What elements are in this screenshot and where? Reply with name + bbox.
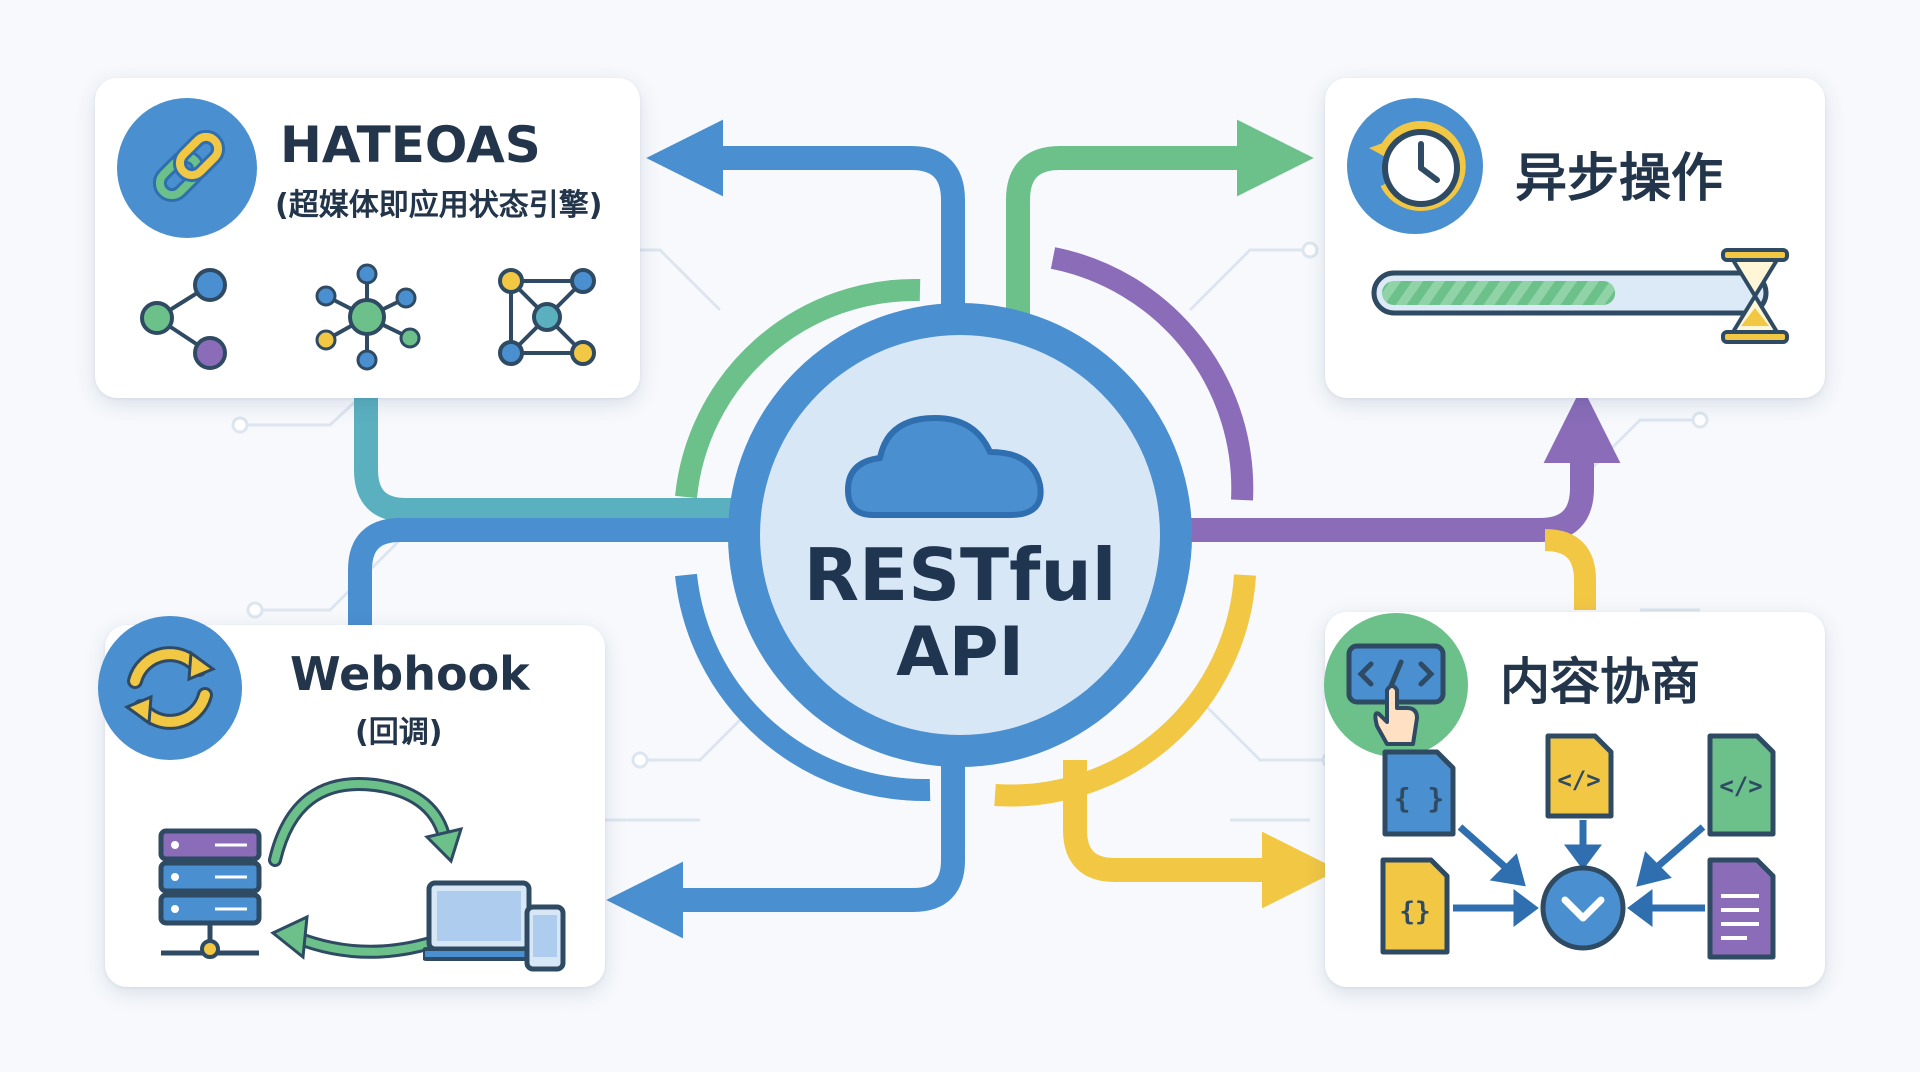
clock-icon	[1347, 98, 1483, 234]
connector-hateoas	[646, 119, 965, 330]
webhook-title: Webhook	[290, 647, 530, 701]
ring-arc-yellow	[994, 574, 1256, 807]
hateoas-title: HATEOAS	[280, 116, 541, 174]
ring-arc-purple	[1050, 247, 1254, 501]
text-file-icon	[1707, 857, 1776, 960]
share-graph-icon	[140, 268, 227, 370]
file-convergence-graphic: { } </> </> {}	[1380, 733, 1776, 960]
code-click-icon	[1324, 613, 1468, 757]
network-graph-icon	[498, 268, 596, 366]
cycle-arrows-icon	[268, 777, 464, 960]
connector-async-purple	[1180, 386, 1621, 542]
ring-arc-blue	[675, 573, 931, 802]
card-async: 异步操作	[1325, 78, 1825, 398]
content-negotiation-title: 内容协商	[1500, 653, 1700, 711]
json-file-icon: { }	[1382, 749, 1456, 837]
json-braces-file-icon: {}	[1380, 857, 1450, 955]
connector-webhook-top	[348, 518, 740, 625]
connector-hateoas-teal	[354, 398, 740, 522]
sync-icon	[98, 616, 242, 760]
connector-content	[1063, 760, 1339, 909]
webhook-subtitle: (回调)	[355, 715, 443, 750]
card-hateoas: HATEOAS (超媒体即应用状态引擎)	[95, 78, 640, 398]
progress-bar	[1371, 270, 1769, 316]
html-file-icon: </>	[1707, 733, 1776, 837]
hourglass-icon	[1721, 248, 1789, 344]
server-icon	[158, 828, 262, 959]
connector-async	[1006, 119, 1314, 330]
card-content-negotiation: 内容协商 { } </> </> {}	[1324, 612, 1825, 987]
link-icon	[117, 98, 257, 238]
ring-arc-green	[675, 278, 921, 499]
connector-content-yellow-top	[1544, 529, 1596, 610]
progress-fill	[1382, 281, 1616, 305]
svg-text:{}: {}	[1399, 897, 1430, 927]
cloud-icon	[845, 415, 1044, 518]
card-webhook: Webhook (回调)	[98, 616, 605, 987]
hub-graph-icon	[315, 263, 421, 371]
async-title: 异步操作	[1515, 149, 1724, 209]
svg-text:</>: </>	[1719, 772, 1762, 800]
xml-file-icon: </>	[1545, 733, 1614, 819]
converge-arrows	[1453, 820, 1706, 927]
select-chevron-icon	[1540, 865, 1626, 951]
center-title-line2: API	[896, 613, 1024, 692]
center-inner-disc	[760, 335, 1160, 735]
connector-webhook	[606, 760, 965, 939]
svg-text:</>: </>	[1557, 766, 1600, 794]
center-title-line1: RESTful	[803, 533, 1117, 617]
hateoas-subtitle: (超媒体即应用状态引擎)	[275, 188, 603, 223]
svg-text:{ }: { }	[1394, 782, 1445, 815]
devices-icon	[423, 880, 566, 972]
